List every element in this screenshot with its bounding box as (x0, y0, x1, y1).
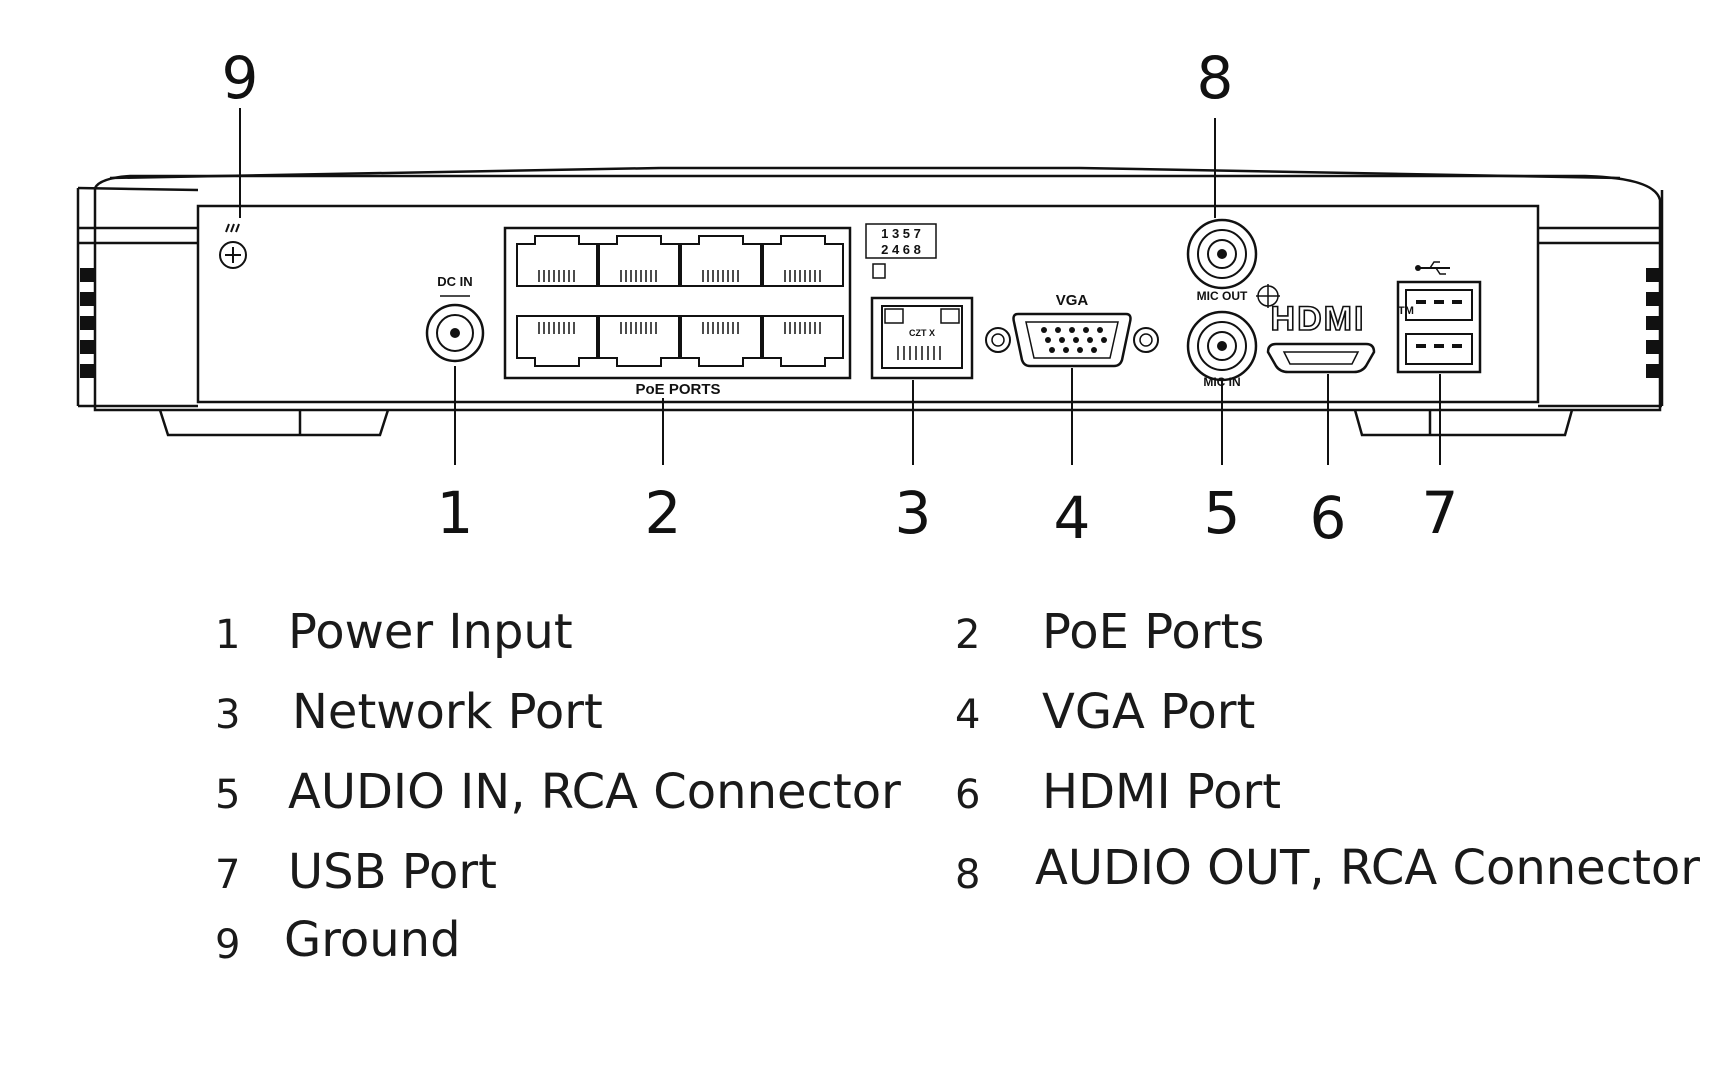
svg-text:DC IN: DC IN (437, 274, 472, 289)
svg-text:1 3 5 7: 1 3 5 7 (881, 226, 921, 241)
dc-in-jack: DC IN (425, 274, 485, 363)
callout-7: 7 (1422, 479, 1459, 547)
callout-1: 1 (437, 479, 474, 547)
svg-text:CZT X: CZT X (909, 328, 935, 338)
mic-in-rca: MIC IN (1186, 310, 1258, 389)
poe-ports-block: PoE PORTS (503, 226, 852, 398)
mic-out-rca: MIC OUT (1186, 218, 1280, 308)
callout-4: 4 (1054, 484, 1091, 552)
side-vents-right (1646, 268, 1660, 378)
callout-5: 5 (1204, 479, 1241, 547)
side-vents-left (80, 268, 94, 378)
chassis (76, 166, 1664, 437)
svg-text:PoE PORTS: PoE PORTS (635, 381, 720, 398)
callout-3: 3 (895, 479, 932, 547)
callout-9: 9 (222, 44, 259, 112)
svg-text:VGA: VGA (1056, 292, 1089, 309)
callout-6: 6 (1310, 484, 1347, 552)
network-port: CZT X (870, 263, 974, 380)
vga-port: VGA (985, 292, 1159, 368)
svg-text:HDMI: HDMI (1271, 300, 1366, 338)
usb-ports (1396, 261, 1482, 374)
port-number-key: 1 3 5 7 2 4 6 8 (865, 223, 937, 259)
svg-text:2 4 6 8: 2 4 6 8 (881, 242, 921, 257)
ground-screw (219, 223, 247, 269)
callout-numbers: 1 2 3 4 5 6 7 8 9 (222, 44, 1459, 552)
svg-text:MIC OUT: MIC OUT (1197, 289, 1248, 303)
callout-8: 8 (1197, 44, 1234, 112)
callout-lines (239, 108, 1441, 465)
callout-2: 2 (645, 479, 682, 547)
hdmi-port: HDMI TM (1266, 299, 1414, 374)
